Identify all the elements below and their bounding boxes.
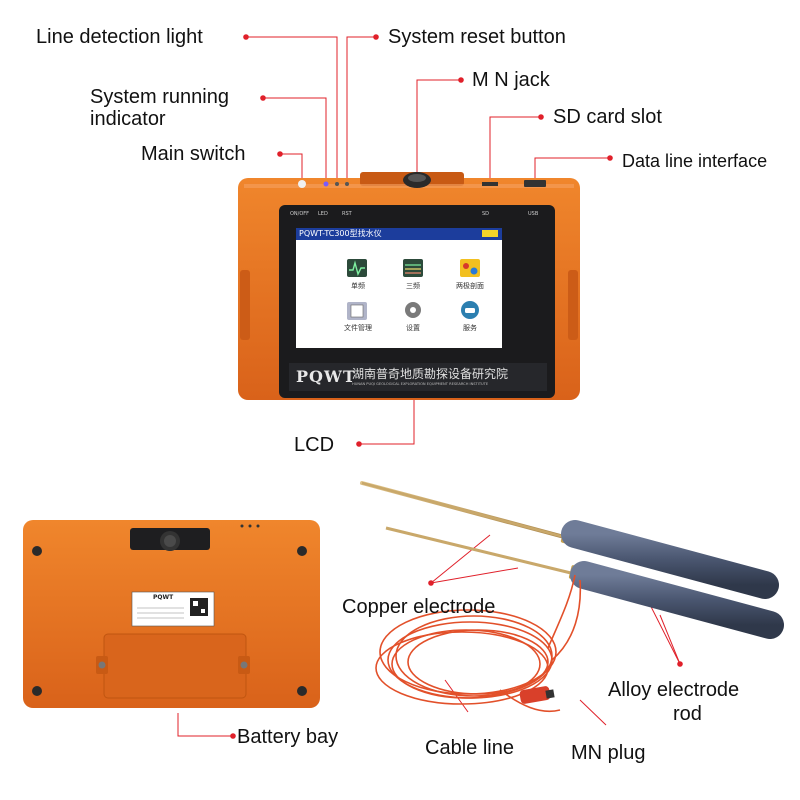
device-front [238,172,580,400]
callout-battery-bay: Battery bay [237,726,339,748]
profile-map-icon [460,259,480,277]
data-line-port [524,180,546,187]
menu-label-service: 服务 [463,324,477,332]
callout-mn-plug: MN plug [571,742,646,764]
brand-name-cn: 湖南普奇地质勘探设备研究院 [352,367,509,381]
lcd-title: PQWT-TC300型找水仪 [299,229,382,238]
callout-system-running-indicator-line2: indicator [90,108,166,130]
callout-alloy-electrode-rod-line2: rod [673,703,702,725]
callout-mn-jack: M N jack [472,69,550,91]
back-label-brand: PQWT [153,594,174,601]
phone-icon [461,301,479,319]
menu-label-three-freq: 三频 [406,282,420,290]
callout-main-switch: Main switch [141,143,246,165]
device-back [23,520,320,708]
callout-leaders [177,36,681,737]
callout-sd-card-slot: SD card slot [553,106,662,128]
menu-label-single-freq: 单频 [351,282,365,290]
callout-cable-line: Cable line [425,737,514,759]
panel-label-sd: SD [482,211,490,217]
callout-alloy-electrode-rod-line1: Alloy electrode [608,679,740,701]
line-detection-led [335,182,339,186]
mn-plug-shape [519,686,555,704]
callout-line-detection-light: Line detection light [36,26,203,48]
callout-dots [230,34,683,739]
callout-system-running-indicator-line1: System running [90,86,229,108]
waveform-icon [347,259,367,277]
panel-label-led: LED [318,211,328,217]
menu-label-profile: 两极剖面 [456,282,484,290]
menu-label-files: 文件管理 [344,324,372,332]
callout-system-reset-button: System reset button [388,26,566,48]
gear-icon [405,302,421,318]
callout-data-line-interface: Data line interface [622,151,768,171]
menu-label-settings: 设置 [406,324,420,332]
electrode-bottom [385,526,784,639]
reset-button [345,182,349,186]
callout-lcd: LCD [294,434,335,456]
panel-label-rst: RST [342,211,352,217]
panel-label-usb: USB [528,211,539,217]
brand-logo: PQWT [296,367,356,386]
main-switch-button [298,180,306,188]
panel-label-onoff: ON/OFF [290,211,310,217]
qr-code [190,598,208,616]
battery-cover [103,633,247,699]
brand-name-en: HUNAN PUQI GEOLOGICAL EXPLORATION EQUIPM… [352,382,489,386]
electrode-top [360,481,779,599]
cable-coil [375,574,582,713]
multi-waveform-icon [403,259,423,277]
folder-icon [347,302,367,320]
lcd-screen [296,228,502,348]
callout-copper-electrode: Copper electrode [342,596,496,618]
running-indicator-led [323,181,329,187]
lcd-title-bar [296,228,502,240]
sd-card-slot [482,182,498,186]
